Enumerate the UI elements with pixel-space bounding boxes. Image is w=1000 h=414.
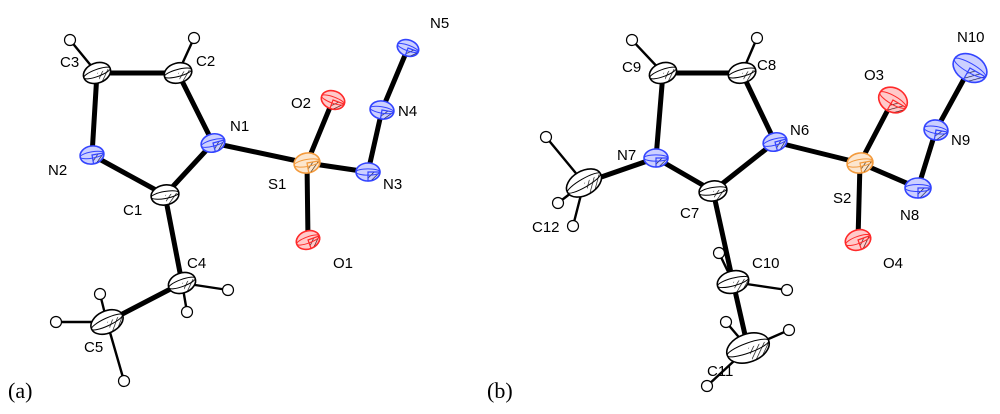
atom-s2 xyxy=(846,152,874,174)
atom-n6 xyxy=(762,131,788,153)
a-hydrogen-atom xyxy=(187,31,201,45)
atom-label-c7: C7 xyxy=(680,205,699,222)
a-bond-n1-s1 xyxy=(210,140,310,166)
atom-label-n8: N8 xyxy=(900,207,919,224)
b-hydrogen-atom xyxy=(780,283,794,297)
a-hydrogen-atom xyxy=(49,315,63,329)
atom-s1 xyxy=(293,152,321,174)
atom-label-c4: C4 xyxy=(187,255,206,272)
b-hydrogen-atom xyxy=(782,323,796,337)
b-hydrogen-atom xyxy=(551,196,565,210)
a-hydrogen-atom xyxy=(180,305,194,319)
atom-c7 xyxy=(698,180,728,202)
atom-label-n5: N5 xyxy=(430,15,449,32)
atom-c2 xyxy=(163,61,193,85)
atom-c9 xyxy=(648,61,678,85)
atom-n2 xyxy=(79,145,105,165)
a-bond-c1-n2 xyxy=(89,152,168,198)
b-hydrogen-atom xyxy=(700,379,714,393)
b-bond-n7-c9 xyxy=(653,70,666,161)
b-hydrogen-atom xyxy=(719,315,733,329)
atom-n3 xyxy=(355,162,381,182)
atom-label-o4: O4 xyxy=(883,255,903,272)
b-hydrogen-atom xyxy=(566,219,580,233)
atom-label-n7: N7 xyxy=(617,147,636,164)
atom-label-o3: O3 xyxy=(864,67,884,84)
atom-c5 xyxy=(90,308,124,336)
a-bond-n3-n4 xyxy=(365,107,385,175)
atom-label-c9: C9 xyxy=(622,59,641,76)
a-hydrogen-atom xyxy=(221,283,235,297)
a-hydrogen-atom xyxy=(63,33,77,47)
atom-label-n9: N9 xyxy=(951,132,970,149)
a-hydrogen-atom xyxy=(93,287,107,301)
atom-label-c2: C2 xyxy=(196,53,215,70)
atom-label-o1: O1 xyxy=(333,255,353,272)
a-hydrogen-atom xyxy=(117,374,131,388)
a-bond-s1-o1 xyxy=(304,160,311,243)
atom-c1 xyxy=(150,184,180,206)
b-hydrogen-atom xyxy=(625,33,639,47)
atom-c4 xyxy=(167,271,197,295)
b-bond-s2-o4 xyxy=(855,160,863,243)
atom-n1 xyxy=(200,132,226,154)
panel-label-b: (b) xyxy=(487,378,513,403)
atom-o2 xyxy=(320,89,346,111)
b-bond-c8-n6 xyxy=(739,70,778,145)
atom-label-c5: C5 xyxy=(84,339,103,356)
atom-label-c12: C12 xyxy=(532,219,560,236)
b-bond-c7-c10 xyxy=(710,188,736,285)
a-bond-c1-c4 xyxy=(162,192,185,286)
a-bond-n4-n5 xyxy=(379,45,411,113)
atom-n9 xyxy=(923,119,949,141)
atom-label-c1: C1 xyxy=(123,202,142,219)
atom-n7 xyxy=(643,148,669,168)
a-bond-c2-n1 xyxy=(175,70,216,146)
atom-label-c10: C10 xyxy=(752,255,780,272)
atom-label-n6: N6 xyxy=(790,122,809,139)
atom-c3 xyxy=(82,61,112,85)
atom-n5 xyxy=(396,38,420,58)
bonds-layer xyxy=(54,36,973,388)
b-bond-n6-s2 xyxy=(772,139,863,166)
atom-n8 xyxy=(904,177,932,199)
atom-label-c3: C3 xyxy=(60,54,79,71)
atom-label-n3: N3 xyxy=(383,176,402,193)
a-bond-n2-c3 xyxy=(89,70,100,158)
atom-o3 xyxy=(877,86,909,114)
atom-c12 xyxy=(565,168,603,198)
atom-label-n2: N2 xyxy=(48,162,67,179)
atom-label-c11: C11 xyxy=(707,363,733,380)
atom-label-n4: N4 xyxy=(398,103,417,120)
atom-label-c8: C8 xyxy=(757,57,776,74)
atom-label-s2: S2 xyxy=(833,190,851,207)
atom-label-o2: O2 xyxy=(291,95,311,112)
atoms-layer xyxy=(49,31,988,393)
atom-c10 xyxy=(716,269,750,295)
atom-o4 xyxy=(844,228,872,252)
atom-label-s1: S1 xyxy=(268,176,286,193)
panel-label-a: (a) xyxy=(8,378,32,403)
atom-label-n1: N1 xyxy=(230,118,249,135)
atom-c8 xyxy=(727,61,757,85)
atom-label-n10: N10 xyxy=(957,29,985,46)
b-hydrogen-atom xyxy=(750,31,764,45)
atom-n4 xyxy=(369,100,395,120)
b-hydrogen-atom xyxy=(539,130,553,144)
atom-c11 xyxy=(725,332,771,364)
atom-n10 xyxy=(952,52,988,84)
atom-o1 xyxy=(295,229,321,251)
b-hydrogen-atom xyxy=(712,246,726,260)
